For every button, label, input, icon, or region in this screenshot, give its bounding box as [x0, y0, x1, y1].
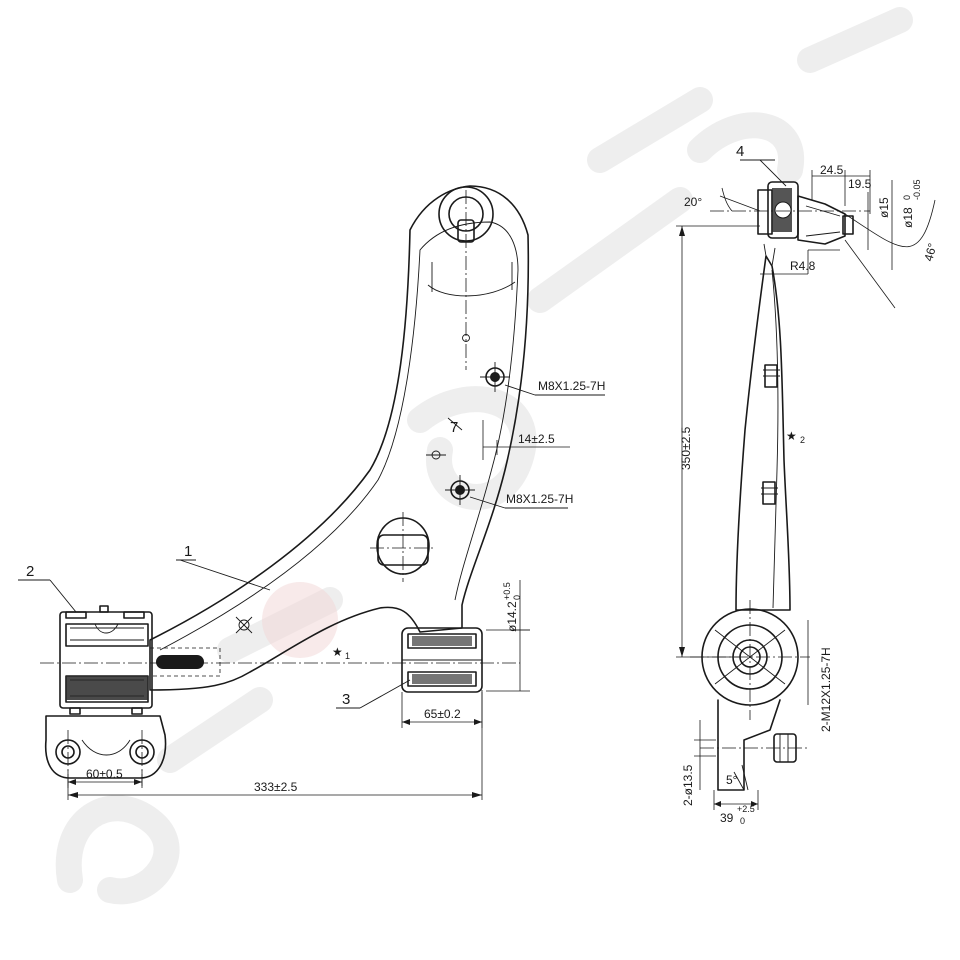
angle-mark-label: 7 — [450, 419, 458, 436]
thread-label-lower: M8X1.25-7H — [506, 492, 573, 506]
bushing-dia-tol-low: 0 — [512, 595, 522, 600]
dim-19-label: 19.5 — [848, 177, 872, 191]
front-bushing-housing — [40, 605, 520, 715]
dia-18-label: ø18 — [901, 207, 915, 228]
threaded-hole-upper — [480, 362, 510, 392]
star-1: ★ — [332, 645, 343, 659]
star-2: ★ — [786, 429, 797, 443]
side-thread-label: 2-M12X1.25-7H — [819, 647, 833, 732]
lower-bushing-eye — [690, 600, 810, 720]
dia-15-label: ø15 — [877, 197, 891, 218]
taper-angle-label: 46° — [921, 241, 939, 262]
bushing-width-label: 65±0.2 — [424, 707, 461, 721]
radius-label: R4.8 — [790, 259, 816, 273]
width-tol-low: 0 — [740, 816, 745, 826]
callout-3: 3 — [342, 691, 350, 708]
width-tol: +2.5 — [737, 804, 755, 814]
labels: 1 2 3 4 M8X1.25-7H M8X1.25-7H 14±2.5 7 ø… — [26, 143, 940, 826]
star-2-sub: 2 — [800, 435, 805, 445]
dim-24-label: 24.5 — [820, 163, 844, 177]
watermark — [55, 7, 913, 905]
dia-18-tol: 0 — [902, 195, 912, 200]
dia-18-tol-low: -0.05 — [912, 179, 922, 200]
bushing-dia-tol: +0.5 — [502, 582, 512, 600]
callout-1: 1 — [184, 543, 192, 560]
side-view — [676, 159, 936, 810]
ball-joint-head — [710, 181, 870, 245]
arm-side-body — [735, 255, 791, 611]
callout-2: 2 — [26, 563, 34, 580]
overall-length-label: 333±2.5 — [254, 780, 298, 794]
rear-boss — [370, 512, 436, 582]
threaded-hole-lower — [445, 475, 475, 505]
front-view — [18, 185, 605, 800]
thread-label-upper: M8X1.25-7H — [538, 379, 605, 393]
lower-bracket — [694, 699, 810, 810]
holes-label: 2-ø13.5 — [681, 764, 695, 806]
width-label: 39 — [720, 811, 734, 825]
control-arm-body — [149, 185, 530, 691]
rear-bushing — [401, 627, 483, 693]
mount-spacing-label: 60±0.5 — [86, 767, 123, 781]
angle-bottom-label: 5° — [726, 773, 738, 787]
angle-top-label: 20° — [684, 195, 702, 209]
height-label: 350±2.5 — [679, 426, 693, 470]
callout-4: 4 — [736, 143, 744, 160]
bushing-dia-label: ø14.2 — [505, 601, 519, 632]
star-1-sub: 1 — [345, 651, 350, 661]
offset-dim-label: 14±2.5 — [518, 432, 555, 446]
